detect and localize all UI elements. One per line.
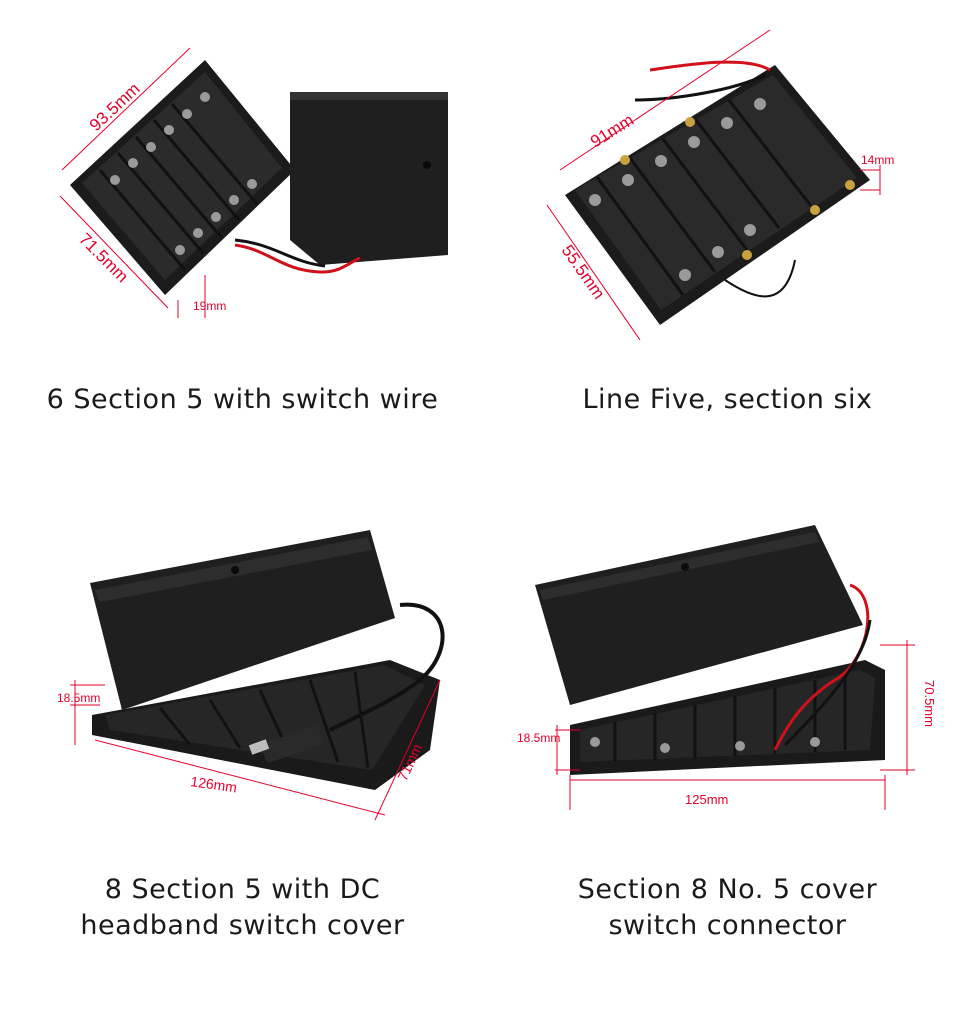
- product-panel-2: 91mm 55.5mm 14mm Line Five, section six: [485, 0, 970, 470]
- caption-line-1: 8 Section 5 with DC: [104, 874, 381, 905]
- caption-line-2: switch connector: [608, 910, 847, 941]
- caption: Section 8 No. 5 cover switch connector: [485, 872, 970, 944]
- caption: 6 Section 5 with switch wire: [0, 382, 485, 418]
- dimension-height-label: 19mm: [193, 299, 226, 313]
- caption-line-1: 6 Section 5 with switch wire: [46, 384, 439, 415]
- dimension-width-label: 55.5mm: [558, 241, 609, 302]
- dimension-width-label: 70.5mm: [922, 680, 937, 727]
- dimension-height-label: 18.5mm: [517, 731, 560, 745]
- battery-holder-photo-4: 18.5mm 125mm 70.5mm: [517, 525, 937, 810]
- battery-holder-photo-3: 18.5mm 126mm 71mm: [57, 530, 445, 821]
- product-panel-1: 93.5mm 71.5mm 19mm 6 Section 5 with swit…: [0, 0, 485, 470]
- battery-holder-photo-1: 93.5mm 71.5mm 19mm: [59, 47, 448, 318]
- caption: Line Five, section six: [485, 382, 970, 418]
- dimension-height-label: 18.5mm: [57, 691, 100, 705]
- product-panel-3: 18.5mm 126mm 71mm 8 Section 5 with DC he…: [0, 480, 485, 1013]
- battery-holder-photo-2: 91mm 55.5mm 14mm: [546, 29, 894, 341]
- dimension-length-label: 125mm: [685, 792, 728, 807]
- caption-line-2: headband switch cover: [80, 910, 405, 941]
- caption-line-1: Section 8 No. 5 cover: [577, 874, 878, 905]
- caption: 8 Section 5 with DC headband switch cove…: [0, 872, 485, 944]
- dimension-length-label: 91mm: [587, 110, 637, 151]
- product-panel-4: 18.5mm 125mm 70.5mm Section 8 No. 5 cove…: [485, 480, 970, 1013]
- caption-line-1: Line Five, section six: [582, 384, 873, 415]
- dimension-length-label: 126mm: [190, 773, 238, 795]
- dimension-height-label: 14mm: [861, 153, 894, 167]
